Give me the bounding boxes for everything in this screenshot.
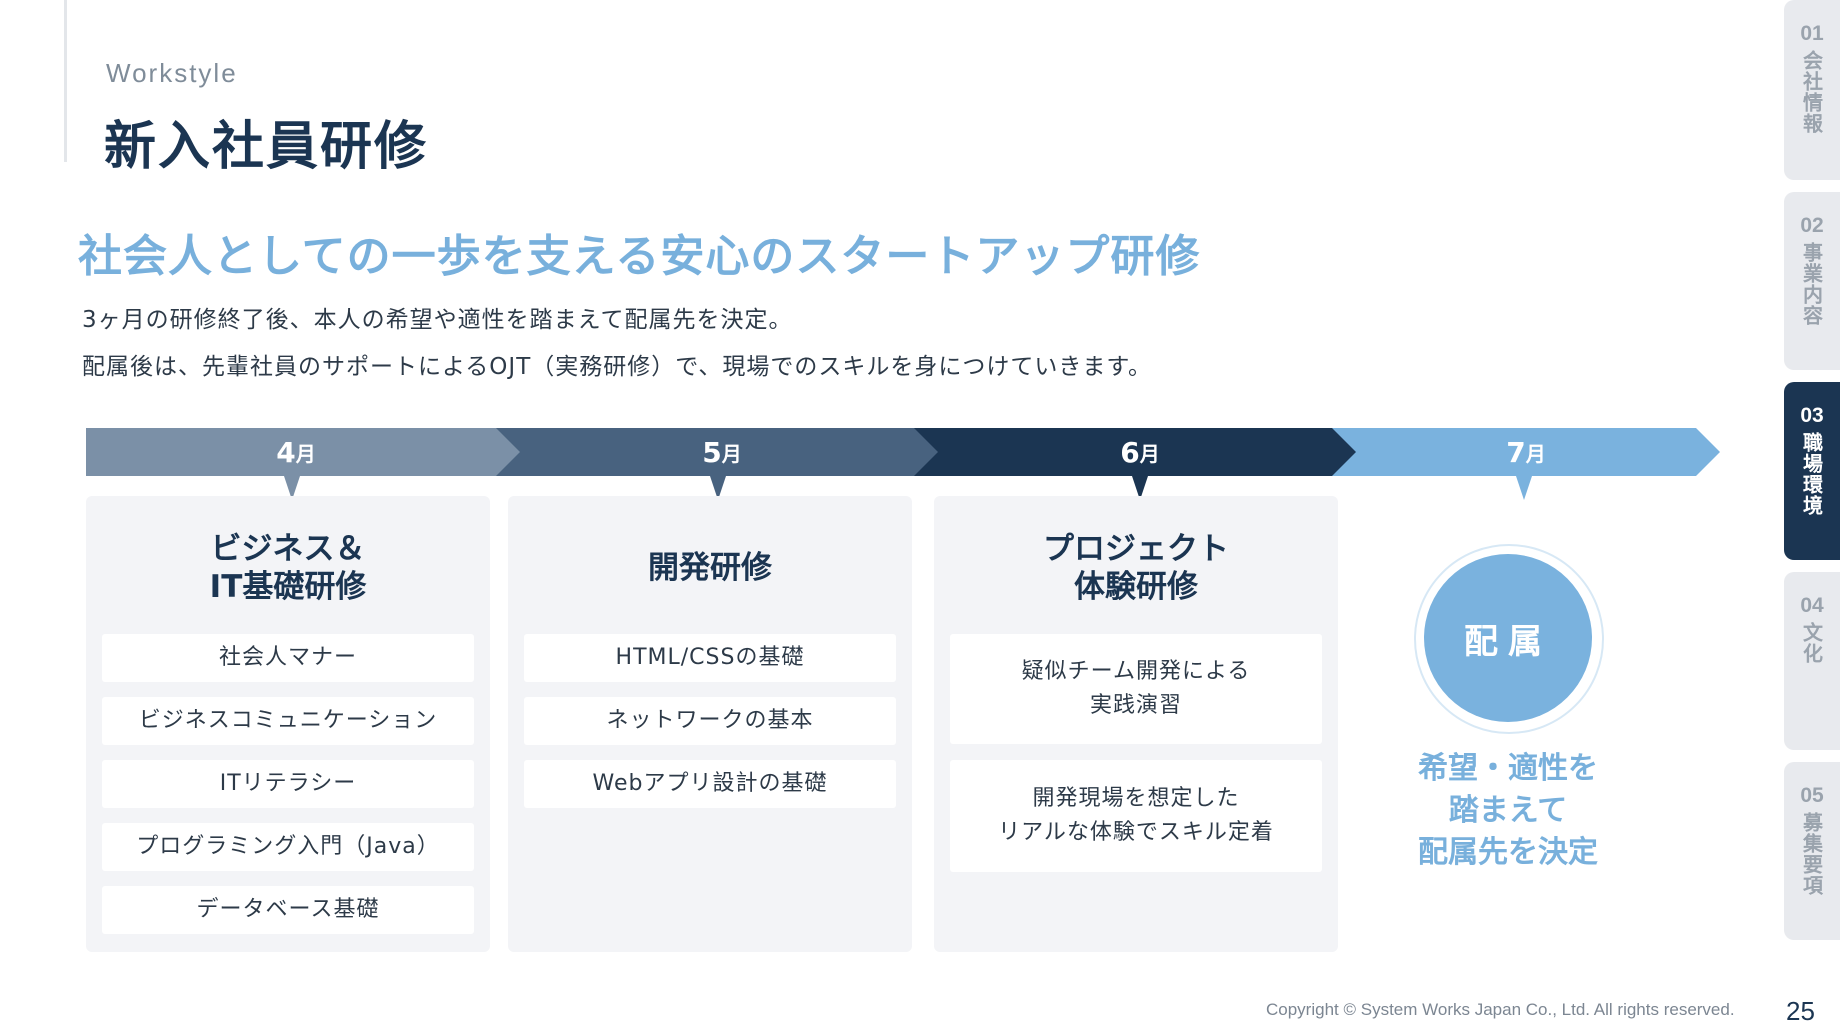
timeline-arrows — [86, 428, 1720, 500]
training-item: Webアプリ設計の基礎 — [524, 760, 896, 808]
arrow-pointer-july — [1516, 476, 1532, 500]
nav-tab-number: 05 — [1800, 784, 1824, 807]
assignment-line: 希望・適性を — [1418, 751, 1598, 786]
assignment-circle: 配属 — [1424, 554, 1592, 722]
arrow-pointer-june — [1132, 476, 1148, 500]
header-divider-line — [64, 0, 67, 162]
nav-tab-label: 文化 — [1799, 622, 1824, 664]
month-number: 6 — [1120, 435, 1140, 469]
card-title-line: 開発研修 — [648, 550, 772, 586]
assignment-line: 配属先を決定 — [1418, 835, 1598, 870]
card-title: 開発研修 — [508, 549, 912, 587]
card-title-line: 体験研修 — [1074, 569, 1198, 605]
month-unit: 月 — [721, 441, 742, 466]
month-unit: 月 — [295, 441, 316, 466]
training-item: データベース基礎 — [102, 886, 474, 934]
assignment-circle-ring — [1414, 544, 1604, 734]
training-item-line: 実践演習 — [1089, 693, 1182, 718]
nav-tab-number: 02 — [1800, 214, 1824, 237]
nav-tab-number: 04 — [1800, 594, 1824, 617]
nav-tab-label: 事業内容 — [1799, 242, 1824, 326]
month-unit: 月 — [1139, 441, 1160, 466]
intro-line-2: 配属後は、先輩社員のサポートによるOJT（実務研修）で、現場でのスキルを身につけ… — [82, 354, 1153, 380]
nav-tab-label: 募集要項 — [1799, 812, 1824, 896]
arrow-may — [496, 428, 948, 476]
nav-tab-number: 01 — [1800, 22, 1824, 45]
card-title: ビジネス＆ IT基礎研修 — [86, 530, 490, 606]
intro-line-1: 3ヶ月の研修終了後、本人の希望や適性を踏まえて配属先を決定。 — [82, 307, 793, 333]
page-title: 新入社員研修 — [104, 117, 429, 177]
training-card-project: プロジェクト 体験研修 疑似チーム開発による 実践演習 開発現場を想定した リア… — [934, 496, 1338, 952]
nav-tab-label: 職場環境 — [1799, 432, 1824, 516]
copyright-text: Copyright © System Works Japan Co., Ltd.… — [1266, 1000, 1735, 1019]
intro-headline: 社会人としての一歩を支える安心のスタートアップ研修 — [78, 231, 1201, 282]
nav-tab-number: 03 — [1800, 404, 1824, 427]
training-item: 社会人マナー — [102, 634, 474, 682]
arrow-pointer-may — [710, 476, 726, 500]
nav-tab-business[interactable]: 02 事業内容 — [1784, 192, 1840, 370]
nav-tab-label: 会社情報 — [1799, 50, 1824, 134]
assignment-description: 希望・適性を 踏まえて 配属先を決定 — [1386, 748, 1630, 874]
month-number: 4 — [276, 435, 296, 469]
arrow-june — [914, 428, 1366, 476]
training-item: ネットワークの基本 — [524, 697, 896, 745]
training-item-line: 疑似チーム開発による — [1021, 659, 1251, 684]
assignment-circle-label: 配属 — [1464, 621, 1552, 662]
nav-tab-recruitment[interactable]: 05 募集要項 — [1784, 762, 1840, 940]
month-number: 5 — [702, 435, 722, 469]
training-card-development: 開発研修 HTML/CSSの基礎 ネットワークの基本 Webアプリ設計の基礎 — [508, 496, 912, 952]
training-item: 疑似チーム開発による 実践演習 — [950, 634, 1322, 744]
training-item-line: リアルな体験でスキル定着 — [998, 820, 1274, 845]
card-title-line: プロジェクト — [1043, 531, 1229, 567]
section-eyebrow: Workstyle — [106, 58, 238, 88]
nav-tab-company[interactable]: 01 会社情報 — [1784, 0, 1840, 180]
page-number: 25 — [1786, 996, 1815, 1026]
arrow-pointer-april — [284, 476, 300, 500]
arrow-july — [1332, 428, 1720, 476]
training-item: 開発現場を想定した リアルな体験でスキル定着 — [950, 760, 1322, 872]
nav-tab-workplace[interactable]: 03 職場環境 — [1784, 382, 1840, 560]
card-title-line: IT基礎研修 — [209, 569, 367, 605]
training-item: HTML/CSSの基礎 — [524, 634, 896, 682]
nav-tab-culture[interactable]: 04 文化 — [1784, 572, 1840, 750]
training-item: ITリテラシー — [102, 760, 474, 808]
card-title-line: ビジネス＆ — [210, 531, 366, 567]
arrow-april — [86, 428, 530, 476]
training-card-business-it: ビジネス＆ IT基礎研修 社会人マナー ビジネスコミュニケーション ITリテラシ… — [86, 496, 490, 952]
assignment-line: 踏まえて — [1448, 793, 1568, 828]
card-title: プロジェクト 体験研修 — [934, 530, 1338, 606]
month-unit: 月 — [1525, 441, 1546, 466]
training-item-line: 開発現場を想定した — [1032, 786, 1240, 811]
training-item: プログラミング入門（Java） — [102, 823, 474, 871]
month-number: 7 — [1506, 435, 1526, 469]
training-item: ビジネスコミュニケーション — [102, 697, 474, 745]
